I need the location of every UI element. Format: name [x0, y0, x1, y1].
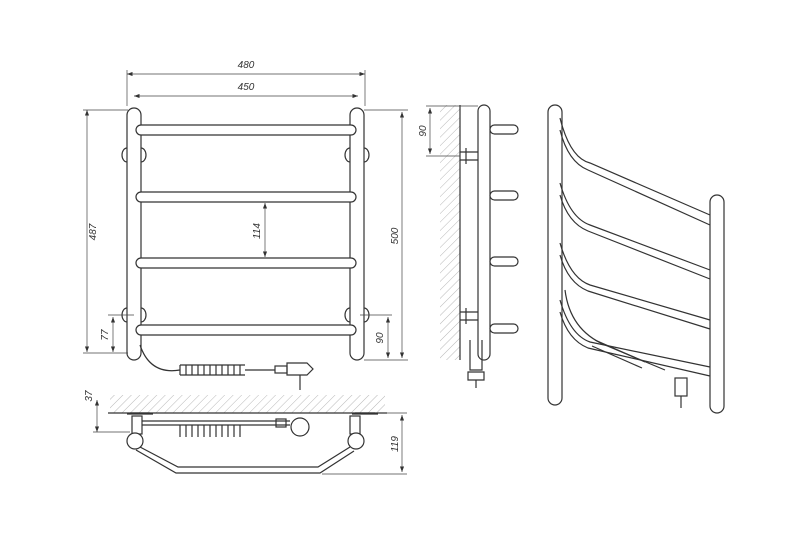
left-post [126, 107, 142, 361]
dim-500: 500 [390, 227, 401, 244]
dim-487: 487 [88, 223, 99, 240]
side-post [477, 104, 491, 361]
dim-90-bottom: 90 [375, 332, 386, 344]
dim-90-side: 90 [418, 125, 429, 137]
front-view [121, 107, 370, 390]
perspective-view [547, 104, 725, 414]
dim-114: 114 [252, 223, 263, 239]
front-dimensions [83, 70, 408, 361]
power-cord [139, 344, 314, 390]
dim-450: 450 [238, 82, 255, 93]
side-view [440, 104, 519, 388]
dim-119: 119 [390, 436, 401, 452]
wall-hatch-bottom [110, 395, 385, 413]
dim-37: 37 [84, 390, 95, 402]
right-post [349, 107, 365, 361]
wall-mounts [121, 147, 370, 323]
dim-77: 77 [100, 329, 111, 341]
plan-view [108, 395, 387, 474]
dim-480: 480 [238, 60, 255, 71]
wall-hatch [440, 105, 460, 360]
rails [135, 124, 357, 336]
